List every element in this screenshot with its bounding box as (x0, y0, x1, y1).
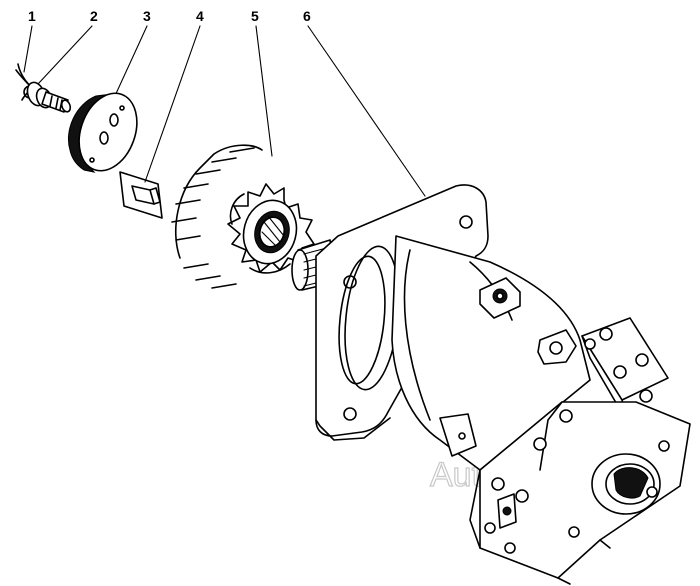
hydraulic-motor-part (291, 184, 691, 585)
spur-gear-part (171, 144, 315, 289)
key-part (119, 171, 163, 219)
leader-line-1 (23, 25, 33, 73)
leader-line-5 (255, 25, 273, 157)
callout-6: 6 (303, 8, 311, 24)
bolt-with-washer-part (26, 81, 72, 113)
leader-line-2 (37, 25, 93, 85)
leader-line-4 (144, 25, 201, 183)
leader-lines (23, 25, 426, 197)
leader-line-3 (113, 25, 148, 99)
callout-4: 4 (196, 8, 204, 24)
leader-line-6 (307, 25, 426, 197)
callout-1: 1 (28, 8, 36, 24)
callout-2: 2 (90, 8, 98, 24)
end-plate-part (68, 92, 138, 173)
callout-3: 3 (143, 8, 151, 24)
callout-5: 5 (251, 8, 259, 24)
